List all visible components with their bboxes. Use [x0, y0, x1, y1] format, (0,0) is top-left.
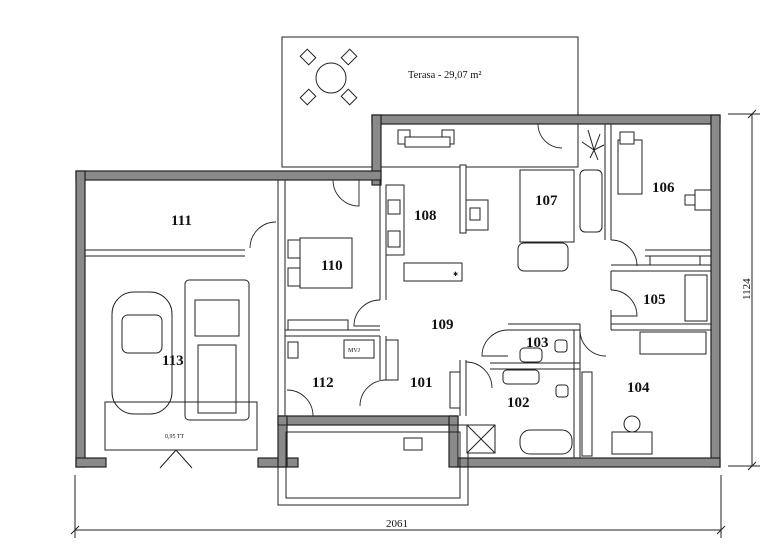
- terrace: Terasa - 29,07 m²: [281, 36, 579, 168]
- room-labels: 111 110 113 112 108 107 106 105 109 103 …: [162, 180, 675, 411]
- plant-icon: [581, 129, 605, 161]
- terrace-label: Terasa - 29,07 m²: [408, 70, 482, 81]
- room-label-105: 105: [643, 292, 666, 308]
- room-label-101: 101: [410, 375, 433, 391]
- bathroom-fixtures: [466, 339, 573, 455]
- kitchen-furniture: ✱: [385, 129, 605, 282]
- room-label-110: 110: [321, 258, 343, 274]
- partitions: [85, 124, 711, 458]
- room-label-112: 112: [312, 375, 334, 391]
- width-dimension: 2061: [386, 518, 408, 530]
- bedroom-110-furniture: [287, 237, 353, 331]
- room-label-102: 102: [507, 395, 530, 411]
- room-label-107: 107: [535, 193, 558, 209]
- terrace-table: [299, 48, 358, 106]
- hall-details: MVJ: [287, 339, 461, 451]
- room-label-103: 103: [526, 335, 549, 351]
- svg-text:✱: ✱: [453, 271, 458, 278]
- room-label-109: 109: [431, 317, 454, 333]
- room-105-furniture: [639, 274, 708, 355]
- room-label-111: 111: [171, 213, 192, 229]
- dimensions: 2061 1124: [70, 109, 760, 538]
- room-label-106: 106: [652, 180, 675, 196]
- garage-cars: 0,95 TT: [104, 279, 258, 469]
- doors: [249, 123, 638, 417]
- room-104-furniture: [581, 371, 653, 457]
- room-106-furniture: [617, 131, 712, 266]
- entrance-porch: [277, 424, 469, 506]
- gate-note: 0,95 TT: [165, 434, 185, 440]
- height-dimension: 1124: [741, 278, 753, 300]
- room-label-113: 113: [162, 353, 184, 369]
- room-label-108: 108: [414, 208, 437, 224]
- mvj-label: MVJ: [348, 348, 361, 354]
- room-label-104: 104: [627, 380, 650, 396]
